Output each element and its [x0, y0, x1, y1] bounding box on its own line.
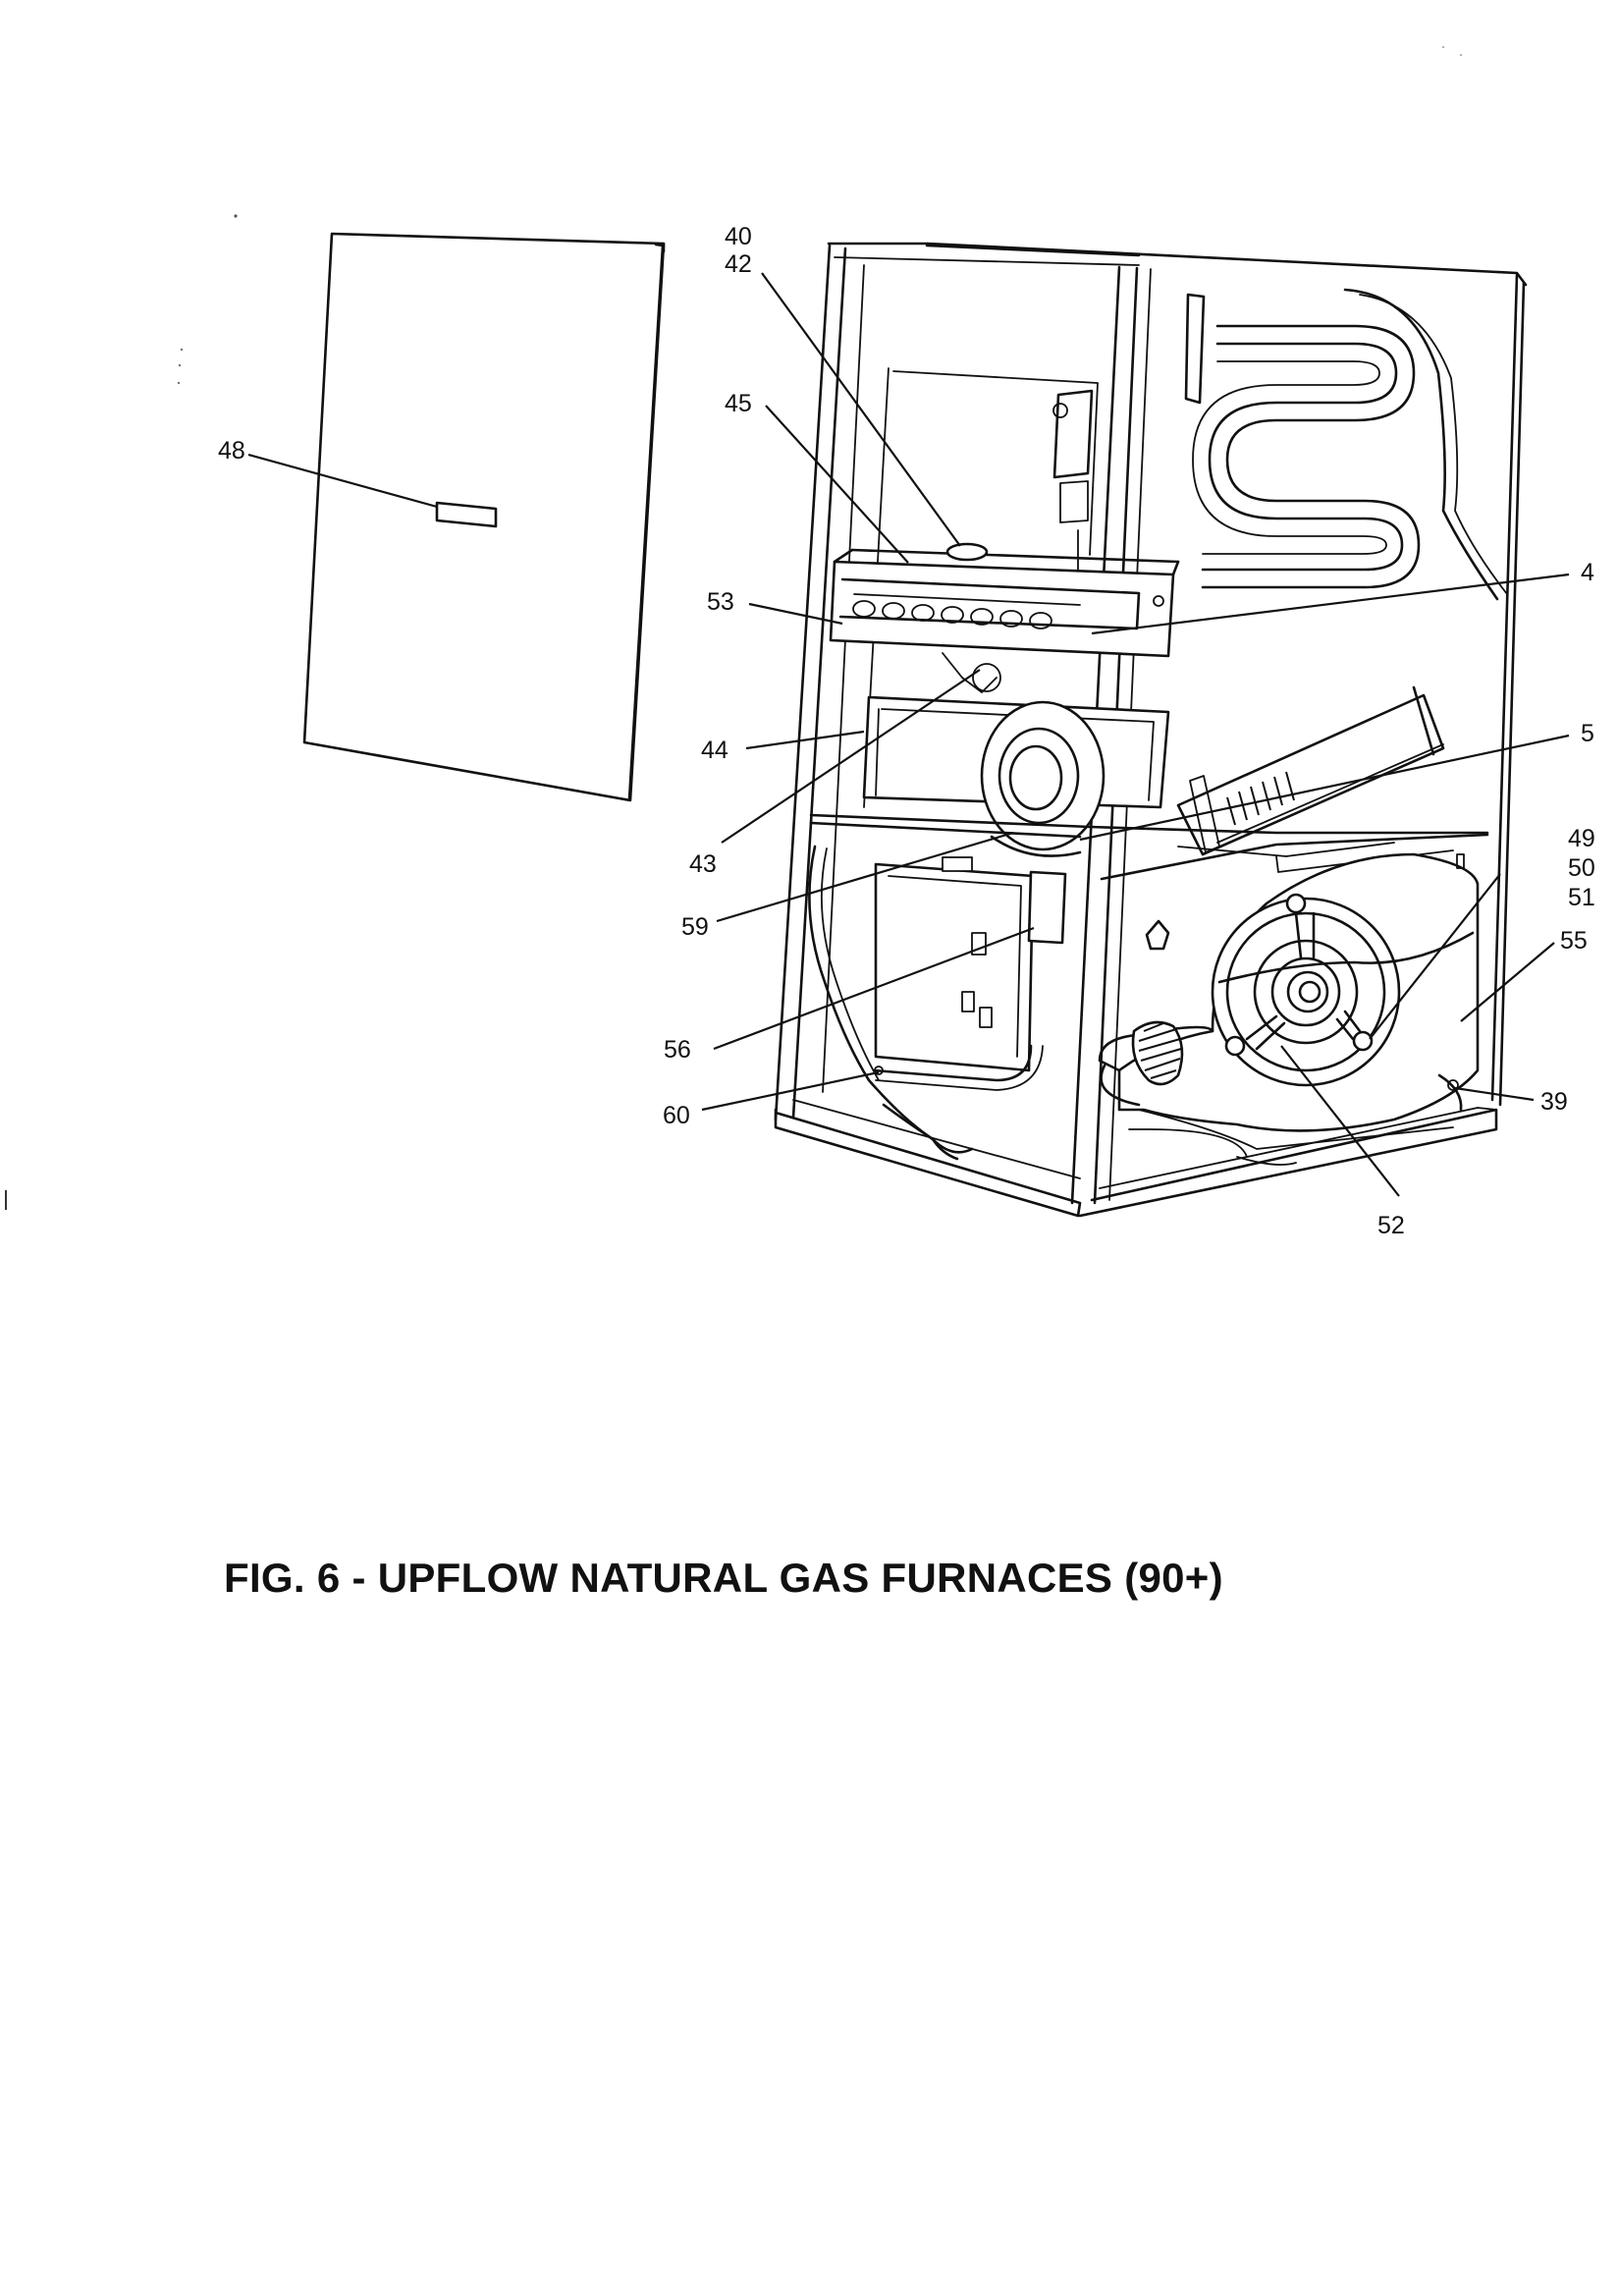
- callout-39: 39: [1540, 1088, 1568, 1116]
- callout-42: 42: [725, 250, 752, 278]
- callout-53: 53: [707, 588, 734, 616]
- callout-5: 5: [1581, 720, 1594, 747]
- blower-inlet-cutout: [1131, 1020, 1184, 1086]
- callout-51: 51: [1568, 884, 1595, 911]
- figure-caption: FIG. 6 - UPFLOW NATURAL GAS FURNACES (90…: [224, 1555, 1223, 1601]
- vent-pipe-hatching: [1226, 771, 1295, 826]
- inducer-blower: [980, 700, 1106, 857]
- callout-55: 55: [1560, 927, 1588, 955]
- callout-45: 45: [725, 390, 752, 417]
- callout-60: 60: [663, 1102, 690, 1129]
- scan-specks: [5, 46, 1462, 1210]
- heat-exchanger-coil: [1184, 288, 1508, 601]
- callout-56: 56: [664, 1036, 691, 1064]
- blower-housing: [1098, 852, 1480, 1166]
- vent-pipe: [1176, 685, 1445, 856]
- callout-49: 49: [1568, 825, 1595, 852]
- callout-44: 44: [701, 737, 728, 764]
- door-handle: [435, 501, 498, 528]
- burner-assembly: [829, 542, 1180, 693]
- gas-valve-control: [1052, 389, 1094, 571]
- callout-40: 40: [725, 223, 752, 250]
- callout-4: 4: [1581, 559, 1594, 586]
- control-board: [872, 856, 1067, 1091]
- callout-50: 50: [1568, 854, 1595, 882]
- burner-tubes: [852, 593, 1081, 629]
- leader-lines: [247, 272, 1570, 1197]
- drain-hose: [808, 845, 974, 1161]
- callout-labels: 40 42 45 48 53 4 44 5 43 49 50 51 59 55 …: [218, 223, 1595, 1239]
- callout-43: 43: [689, 850, 717, 878]
- callout-52: 52: [1377, 1212, 1405, 1239]
- callout-59: 59: [681, 913, 709, 941]
- callout-48: 48: [218, 437, 245, 465]
